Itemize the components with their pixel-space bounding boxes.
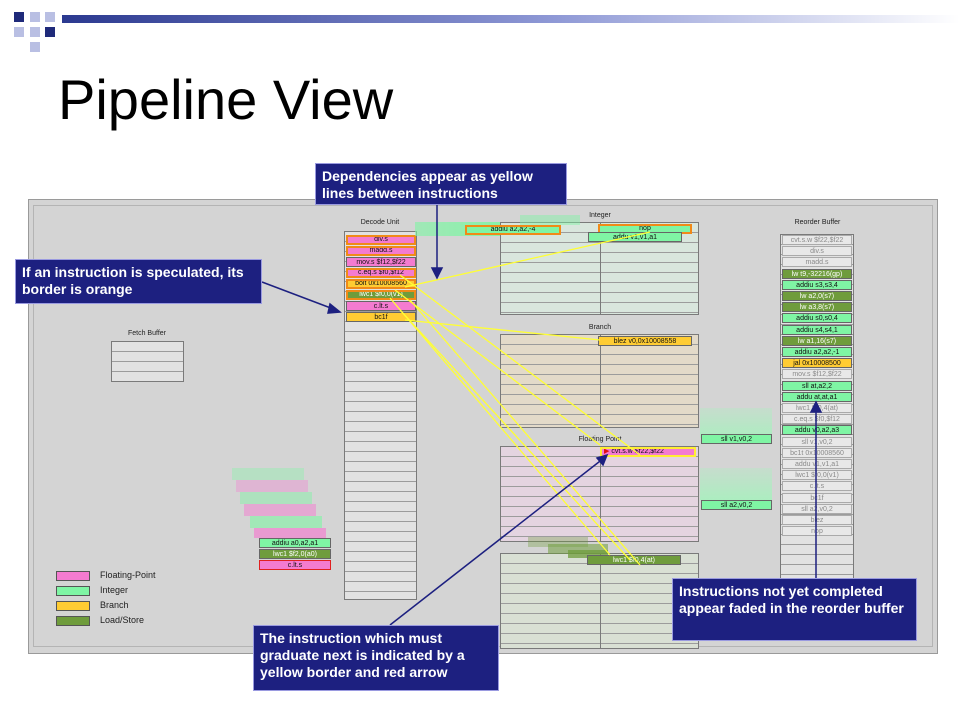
graduate-arrow-icon: ▶: [604, 448, 610, 455]
reorder-entry: cvt.s.w $f22,$f22: [782, 235, 852, 245]
fetch-buffer: [111, 341, 184, 382]
corner-square-6: [45, 27, 55, 37]
reorder-entry: addu at,at,a1: [782, 391, 852, 402]
fetch-buffer-header: Fetch Buffer: [127, 330, 166, 337]
reorder-entry: sll at,a2,2: [782, 380, 852, 391]
reorder-entry: sll a2,v0,2: [782, 503, 852, 514]
fp-trail-1: [700, 408, 772, 438]
corner-square-4: [14, 27, 24, 37]
corner-square-7: [30, 42, 40, 52]
fetch-stack-5: [250, 516, 322, 528]
fetch-stack-2: [236, 480, 308, 492]
branch-divider: [600, 334, 601, 428]
loadstore-instr-lwc1: lwc1 $f0,4(at): [587, 555, 681, 565]
slide-title: Pipeline View: [58, 68, 394, 131]
load-store-divider: [600, 553, 601, 649]
decode-instr: bolt 0x10008560: [346, 279, 416, 289]
decode-instr: lwc1 $f0,0(v1): [346, 290, 416, 300]
corner-square-2: [30, 12, 40, 22]
reorder-entry: lwc1 $f0,4(at): [782, 403, 852, 413]
callout-dependencies: Dependencies appear as yellow lines betw…: [315, 163, 567, 205]
reorder-entry: lw a3,8(s7): [782, 302, 852, 313]
reorder-entry: div.s: [782, 246, 852, 257]
branch-instr-blez: blez v0,0x10008558: [598, 336, 692, 346]
legend-swatch: [56, 601, 90, 611]
decode-instr: madd.s: [346, 246, 416, 256]
decode-instr: c.eq.s $f0,$f12: [346, 268, 416, 278]
reorder-entry: lw a1,16(s7): [782, 335, 852, 346]
integer-trail-2: [520, 215, 580, 225]
reorder-entry: bc1f: [782, 492, 852, 503]
reorder-entry: lw a2,0(s7): [782, 291, 852, 301]
reorder-entry: jal 0x10008500: [782, 358, 852, 369]
floating-divider: [600, 446, 601, 542]
reorder-entry: sll v1,v0,2: [782, 436, 852, 447]
side-instr-sll-v1: sll v1,v0,2: [701, 434, 772, 444]
decode-instr: c.lt.s: [346, 301, 416, 311]
legend-label: Branch: [100, 600, 129, 610]
integer-unit-header: Integer: [589, 212, 611, 219]
decode-instr: mov.s $f12,$f22: [346, 257, 416, 267]
fetch-stack-addiu: addiu a0,a2,a1: [259, 538, 331, 548]
corner-square-3: [45, 12, 55, 22]
side-instr-sll-a2: sll a2,v0,2: [701, 500, 772, 510]
corner-square-1: [14, 12, 24, 22]
reorder-entry: nop: [782, 526, 852, 537]
reorder-entry: c.lt.s: [782, 481, 852, 492]
callout-graduate: The instruction which must graduate next…: [253, 625, 499, 691]
fetch-stack-6: [254, 528, 326, 538]
callout-speculated: If an instruction is speculated, its bor…: [15, 259, 262, 304]
corner-square-5: [30, 27, 40, 37]
reorder-entry: lwc1 $f0,0(v1): [782, 470, 852, 481]
callout-faded: Instructions not yet completed appear fa…: [672, 578, 917, 641]
fetch-stack-1: [232, 468, 304, 480]
reorder-entry: addu v0,a2,a3: [782, 425, 852, 436]
reorder-entry: c.eq.s $f0,$f12: [782, 414, 852, 425]
fp-trail-2: [700, 468, 772, 500]
reorder-entry: mov.s $f12,$f22: [782, 369, 852, 380]
legend-swatch: [56, 571, 90, 581]
fetch-stack-4: [244, 504, 316, 516]
header-gradient-bar: [62, 15, 960, 23]
reorder-entry: lw t9,-32216(gp): [782, 268, 852, 279]
integer-instr-addu: addu v1,v1,a1: [588, 232, 682, 242]
reorder-entry: blez: [782, 515, 852, 525]
reorder-entry: addiu a2,a2,-1: [782, 347, 852, 357]
fetch-stack-3: [240, 492, 312, 504]
legend-label: Floating-Point: [100, 570, 156, 580]
reorder-entry: bc1t 0x10008560: [782, 447, 852, 458]
decode-instr: div.s: [346, 235, 416, 245]
reorder-entry: addu v1,v1,a1: [782, 459, 852, 469]
fetch-stack-clt: c.lt.s: [259, 560, 331, 570]
reorder-entry: addiu s4,s4,1: [782, 324, 852, 335]
reorder-entry: addiu s0,s0,4: [782, 313, 852, 324]
integer-instr-addiu: addiu a2,a2,-4: [465, 225, 561, 235]
decode-unit-header: Decode Unit: [360, 219, 400, 226]
legend-swatch: [56, 616, 90, 626]
fp-instr-cvt: ▶ cvt.s.w $f22,$f22: [600, 447, 696, 457]
fetch-stack-lwc1: lwc1 $f2,0(a0): [259, 549, 331, 559]
decode-instr: bc1f: [346, 312, 416, 322]
reorder-entry: madd.s: [782, 257, 852, 268]
legend-label: Integer: [100, 585, 129, 595]
legend-label: Load/Store: [100, 615, 145, 625]
reorder-entry: addiu s3,s3,4: [782, 279, 852, 290]
reorder-buffer-header: Reorder Buffer: [794, 219, 841, 226]
branch-unit-header: Branch: [588, 324, 612, 331]
floating-unit-header: Floating Point: [578, 436, 622, 443]
legend-swatch: [56, 586, 90, 596]
fp-instr-text: cvt.s.w $f22,$f22: [611, 448, 664, 455]
